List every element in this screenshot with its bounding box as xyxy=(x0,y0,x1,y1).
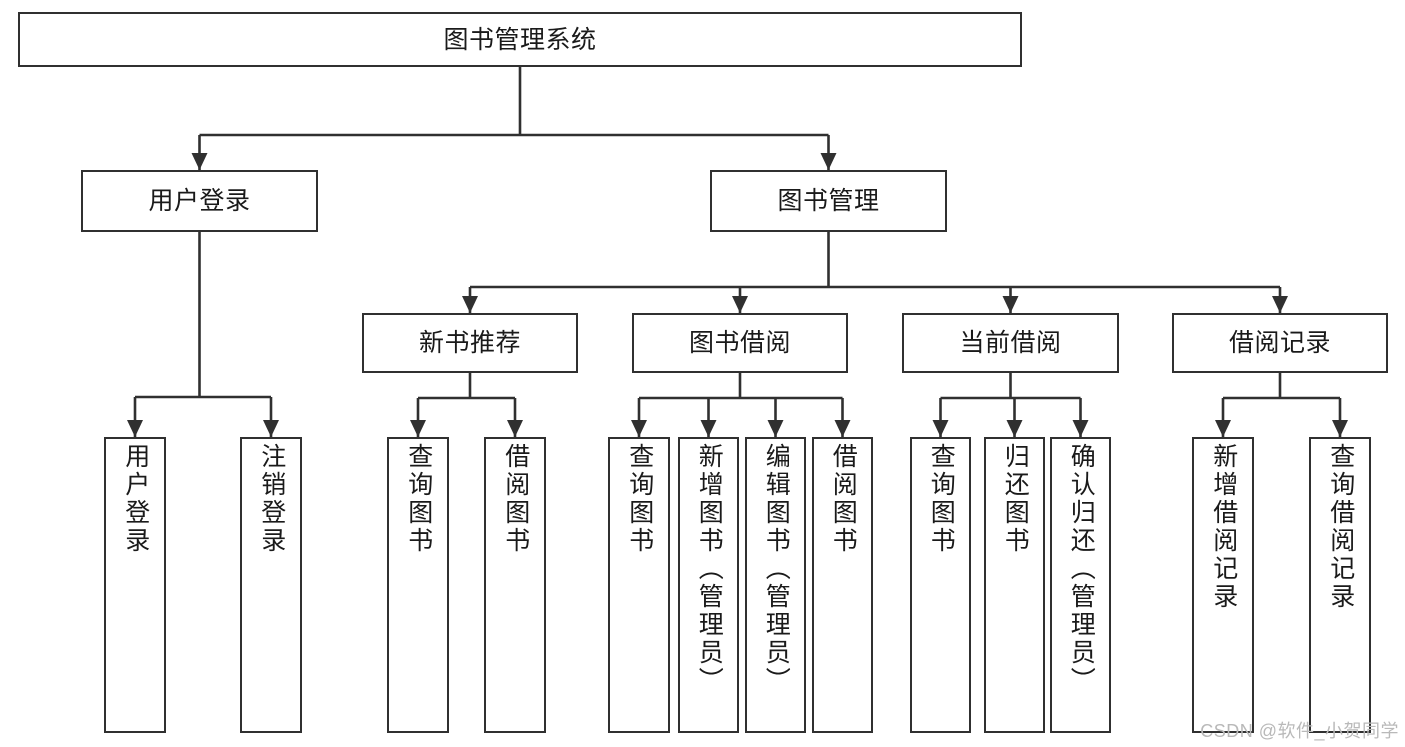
node-root[interactable]: 图书管理系统 xyxy=(18,12,1022,67)
edge-arrowhead xyxy=(767,420,784,437)
edge-arrowhead xyxy=(1272,296,1288,313)
edge-arrowhead xyxy=(462,296,478,313)
edge-arrowhead xyxy=(1332,420,1348,437)
node-current-borrow[interactable]: 当前借阅 xyxy=(902,313,1119,373)
edge-arrowhead xyxy=(1006,420,1023,437)
edge-arrowhead xyxy=(820,153,837,170)
edge-arrowhead xyxy=(507,420,523,437)
node-leaf-borrow-book-1[interactable]: 借阅图书 xyxy=(484,437,546,733)
node-label: 借阅图书 xyxy=(501,443,530,555)
node-leaf-return-book[interactable]: 归还图书 xyxy=(984,437,1045,733)
node-leaf-borrow-book-2[interactable]: 借阅图书 xyxy=(812,437,873,733)
node-leaf-user-logout[interactable]: 注销登录 xyxy=(240,437,302,733)
edge-arrowhead xyxy=(732,296,748,313)
node-label: 查询图书 xyxy=(404,443,433,555)
node-label: 归还图书 xyxy=(1001,443,1030,555)
edge-arrowhead xyxy=(127,420,143,437)
node-label: 编辑图书（管理员） xyxy=(762,443,791,695)
edge-arrowhead xyxy=(834,420,851,437)
edge-arrowhead xyxy=(410,420,426,437)
node-label: 当前借阅 xyxy=(959,329,1062,357)
node-label: 图书借阅 xyxy=(688,329,791,357)
node-user-login[interactable]: 用户登录 xyxy=(81,170,318,232)
edge-arrowhead xyxy=(1002,296,1019,313)
node-leaf-query-book-2[interactable]: 查询图书 xyxy=(608,437,670,733)
node-leaf-add-book[interactable]: 新增图书（管理员） xyxy=(678,437,739,733)
edge-arrowhead xyxy=(191,153,208,170)
node-label: 查询图书 xyxy=(927,443,956,555)
node-label: 确认归还（管理员） xyxy=(1067,443,1096,695)
node-label: 图书管理 xyxy=(777,187,880,215)
node-leaf-add-record[interactable]: 新增借阅记录 xyxy=(1192,437,1254,733)
node-leaf-confirm-return[interactable]: 确认归还（管理员） xyxy=(1050,437,1111,733)
node-borrow-record[interactable]: 借阅记录 xyxy=(1172,313,1388,373)
node-leaf-query-book-1[interactable]: 查询图书 xyxy=(387,437,449,733)
edge-arrowhead xyxy=(263,420,279,437)
watermark-text: CSDN @软件_小贺同学 xyxy=(1200,721,1399,741)
node-label: 借阅图书 xyxy=(829,443,858,555)
edge-arrowhead xyxy=(932,420,949,437)
node-new-book-rec[interactable]: 新书推荐 xyxy=(362,313,578,373)
node-label: 新增借阅记录 xyxy=(1209,443,1238,611)
edge-arrowhead xyxy=(1072,420,1089,437)
edge-arrowhead xyxy=(700,420,717,437)
node-label: 借阅记录 xyxy=(1228,329,1331,357)
node-leaf-query-record[interactable]: 查询借阅记录 xyxy=(1309,437,1371,733)
node-label: 新增图书（管理员） xyxy=(695,443,724,695)
node-label: 用户登录 xyxy=(121,443,150,555)
edge-arrowhead xyxy=(1215,420,1231,437)
node-label: 新书推荐 xyxy=(418,329,521,357)
node-leaf-query-book-3[interactable]: 查询图书 xyxy=(910,437,971,733)
edge-arrowhead xyxy=(631,420,647,437)
node-label: 查询图书 xyxy=(625,443,654,555)
node-book-manage[interactable]: 图书管理 xyxy=(710,170,947,232)
node-label: 用户登录 xyxy=(148,187,251,215)
node-leaf-edit-book[interactable]: 编辑图书（管理员） xyxy=(745,437,806,733)
node-leaf-user-login[interactable]: 用户登录 xyxy=(104,437,166,733)
node-book-borrow[interactable]: 图书借阅 xyxy=(632,313,848,373)
node-label: 查询借阅记录 xyxy=(1326,443,1355,611)
node-label: 注销登录 xyxy=(257,443,286,555)
node-label: 图书管理系统 xyxy=(443,25,597,54)
